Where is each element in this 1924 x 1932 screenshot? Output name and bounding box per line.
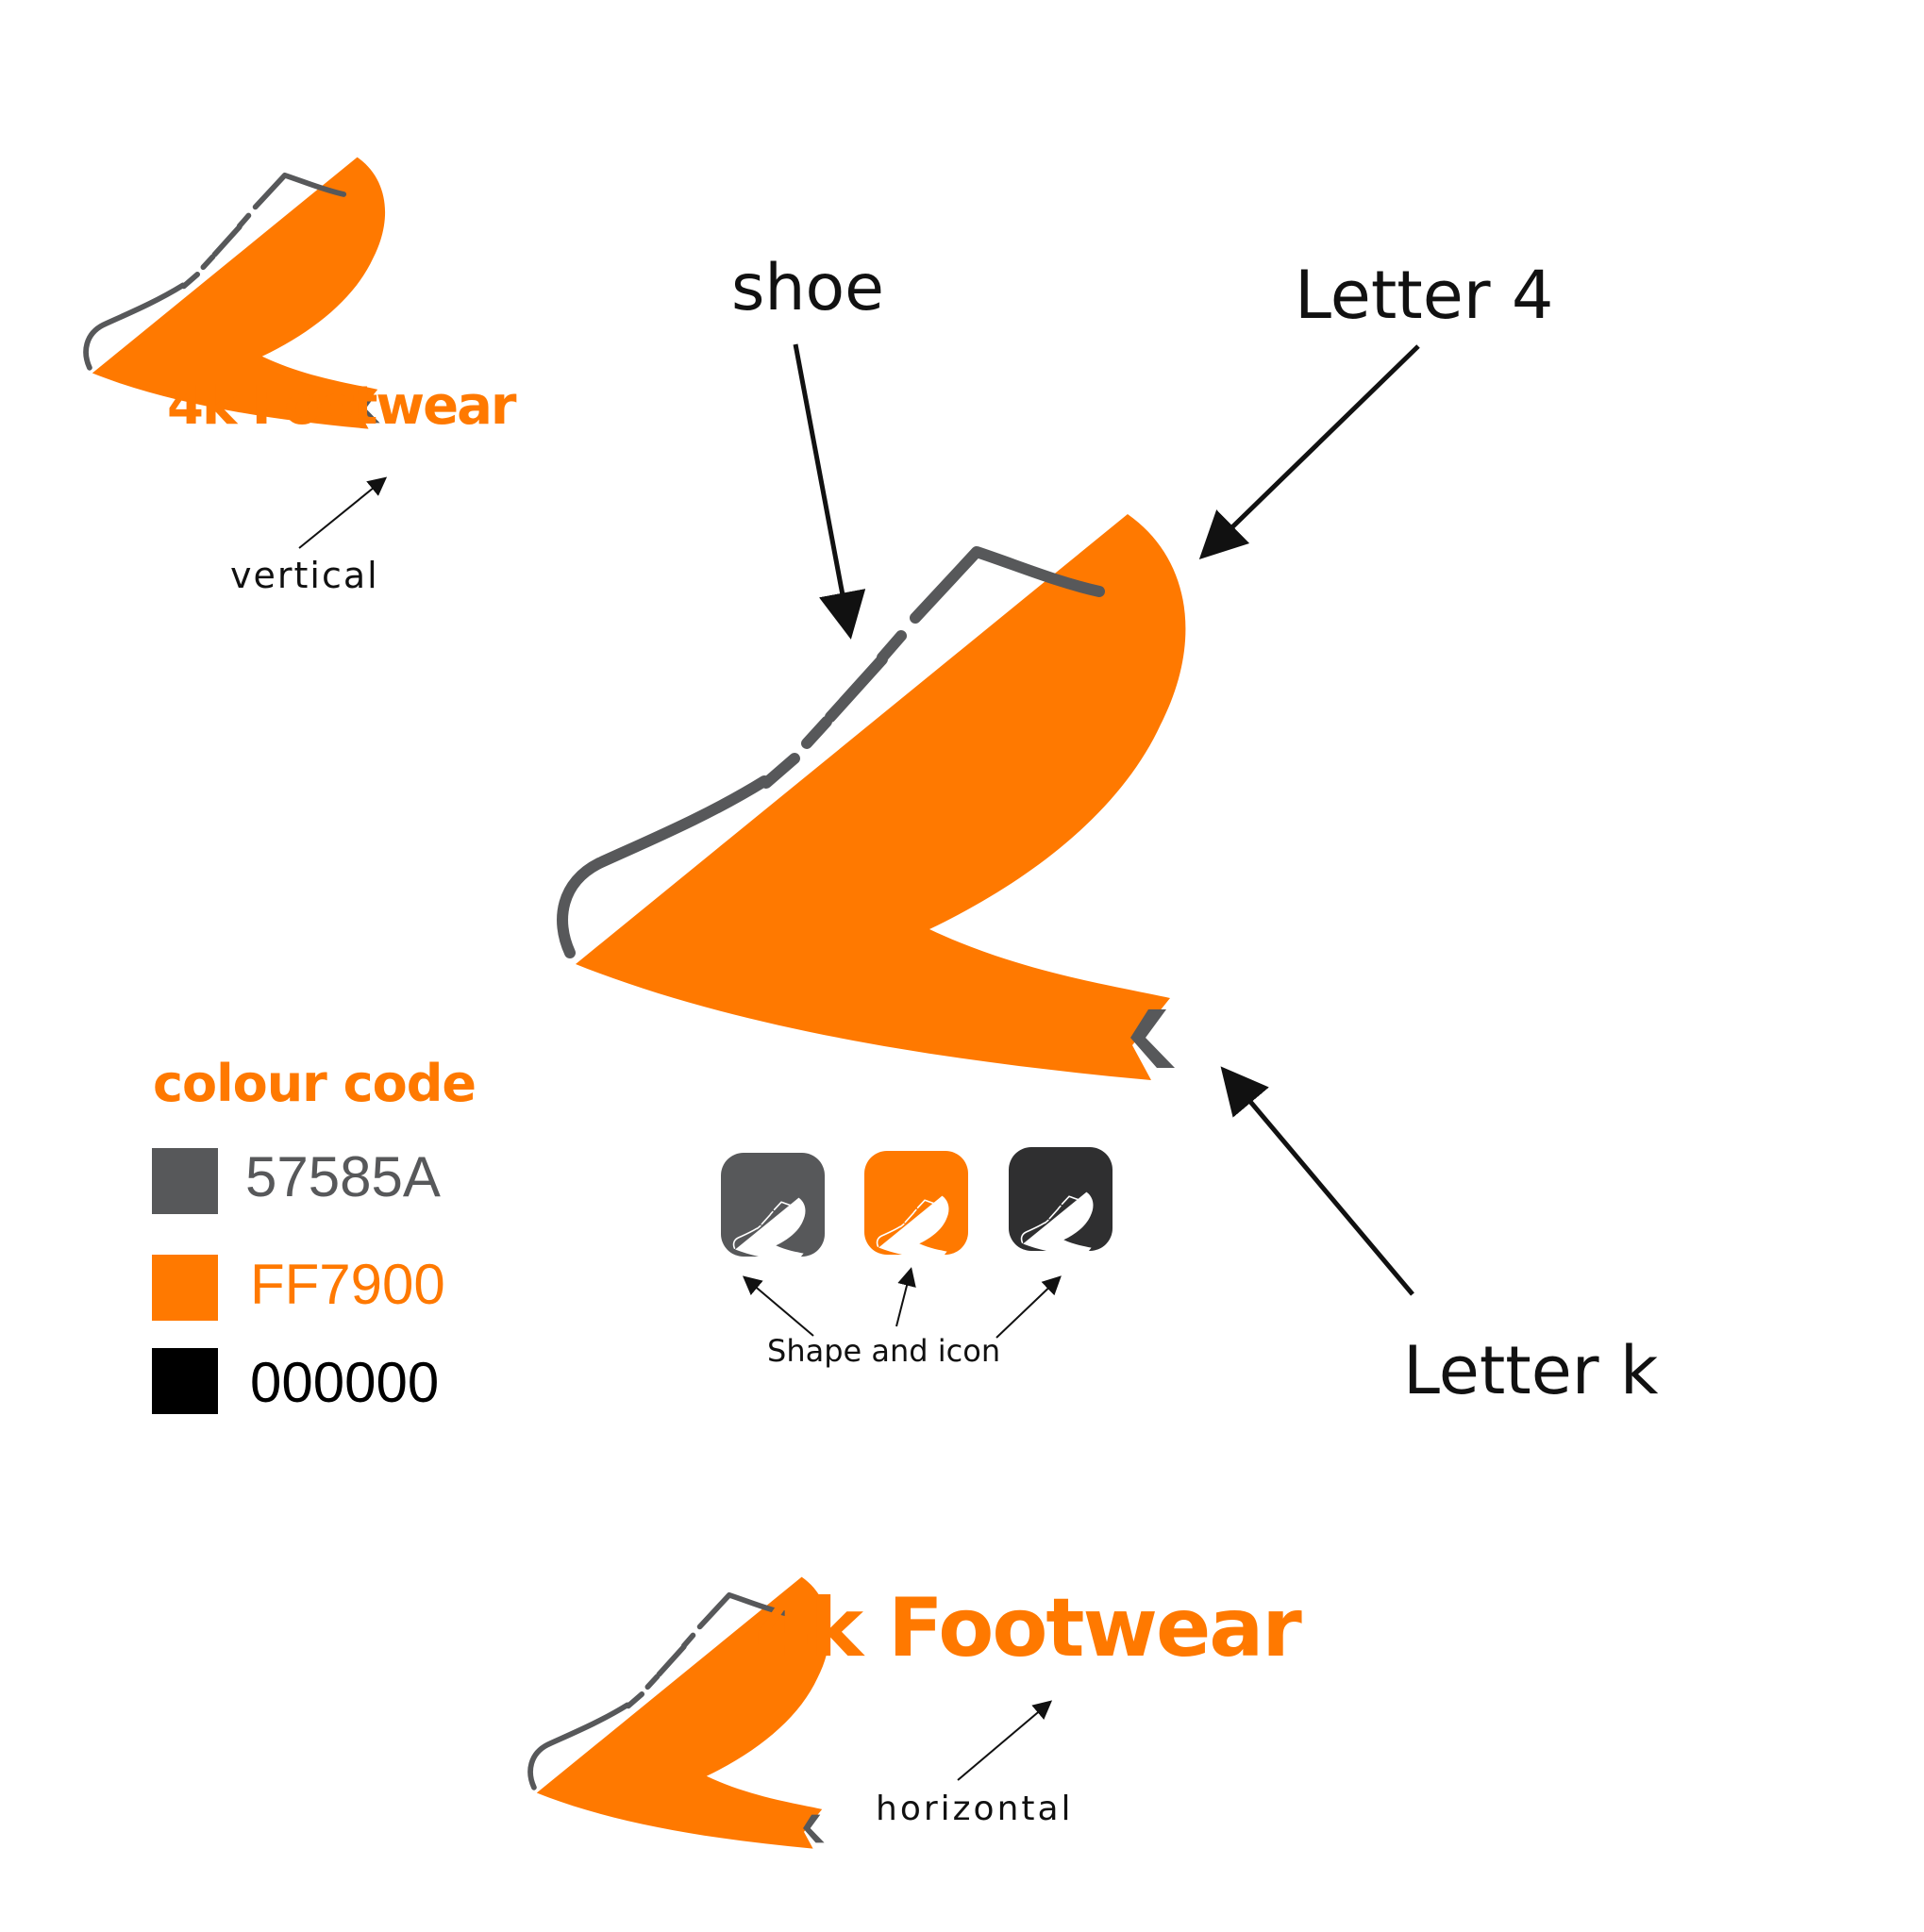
- orange-icon-logo: [876, 1195, 949, 1255]
- shape-and-icon-label: Shape and icon: [767, 1333, 1001, 1369]
- black-colour-code: 000000: [250, 1351, 440, 1414]
- gray-app-icon: [721, 1153, 825, 1257]
- vertical-arrow: [298, 476, 388, 549]
- colour-code-title: colour code: [153, 1054, 477, 1113]
- gray-swatch: [152, 1148, 218, 1214]
- icon-arrow-middle: [895, 1267, 916, 1327]
- horizontal-label: horizontal: [876, 1790, 1074, 1828]
- horizontal-arrow: [957, 1700, 1053, 1781]
- letterk-arrow: [1220, 1066, 1414, 1296]
- icon-arrow-right: [995, 1275, 1062, 1339]
- gray-icon-logo: [732, 1197, 806, 1257]
- horizontal-brand-name: 4k Footwear: [755, 1581, 1302, 1675]
- black-swatch: [152, 1348, 218, 1414]
- gray-colour-code: 57585A: [245, 1145, 441, 1208]
- shoe-label: shoe: [731, 251, 884, 325]
- vertical-brand-name: 4k Footwear: [167, 375, 517, 437]
- orange-swatch: [152, 1255, 218, 1321]
- dark-icon-logo: [1020, 1191, 1094, 1251]
- orange-colour-code: FF7900: [250, 1253, 445, 1316]
- vertical-label: vertical: [230, 555, 379, 596]
- orange-app-icon: [864, 1151, 968, 1255]
- dark-app-icon: [1009, 1147, 1113, 1251]
- letter4-arrow: [1198, 344, 1420, 559]
- letter4-label: Letter 4: [1295, 257, 1554, 334]
- main-logo-mark: [562, 514, 1185, 1080]
- shoe-arrow: [793, 343, 866, 640]
- icon-arrow-left: [742, 1275, 814, 1337]
- letterk-label: Letter k: [1403, 1332, 1659, 1409]
